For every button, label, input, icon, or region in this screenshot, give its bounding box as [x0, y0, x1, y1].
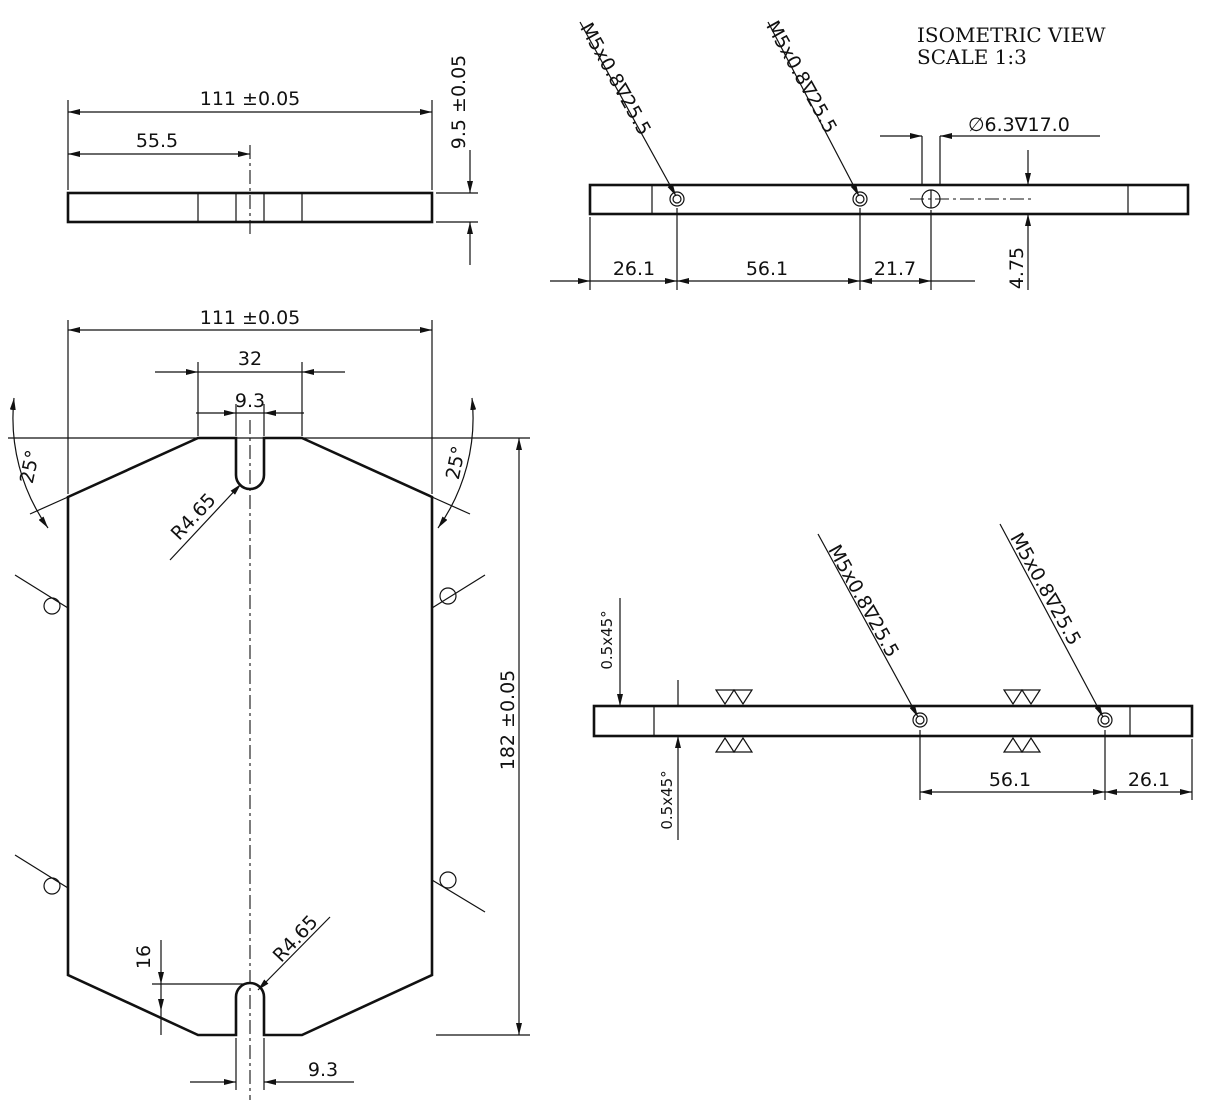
side-bottom-outline	[592, 704, 1194, 738]
side-top-thread-1: M5x0.8∇25.5	[575, 19, 655, 139]
side-view-top: M5x0.8∇25.5 M5x0.8∇25.5 ∅6.3∇17.0 26.1 5…	[550, 17, 1190, 290]
side-top-dim-1: 26.1	[613, 258, 655, 280]
slot-width-top-dim: 9.3	[235, 390, 265, 412]
side-top-thread-2: M5x0.8∇25.5	[761, 17, 841, 137]
side-bottom-chamfer-bottom: 0.5x45°	[658, 770, 676, 829]
side-top-hole-offset: 4.75	[1006, 247, 1028, 289]
top-half-width-dim: 55.5	[136, 130, 178, 152]
angle-left-dim: 25°	[16, 448, 45, 486]
side-bottom-thread-2: M5x0.8∇25.5	[1005, 529, 1085, 649]
slot-width-bottom-dim: 9.3	[308, 1059, 338, 1081]
slot-span-dim: 32	[238, 348, 262, 370]
slot-depth-dim: 16	[133, 945, 155, 969]
front-view: 111 ±0.05 32 9.3 R4.65 25° 25° 182 ±0.05	[8, 307, 530, 1100]
front-width-dim: 111 ±0.05	[200, 307, 301, 329]
iso-scale-label: SCALE 1:3	[917, 45, 1027, 69]
contact-symbols	[14, 574, 486, 913]
iso-view-label: ISOMETRIC VIEW	[917, 23, 1106, 47]
top-width-dim: 111 ±0.05	[200, 88, 301, 110]
side-bottom-thread-1: M5x0.8∇25.5	[823, 541, 903, 661]
top-view: 111 ±0.05 55.5 9.5 ±0.05	[66, 55, 478, 265]
radius-bottom-dim: R4.65	[269, 911, 323, 967]
side-top-dim-3: 21.7	[874, 258, 916, 280]
radius-top-dim: R4.65	[167, 489, 221, 545]
top-thickness-dim: 9.5 ±0.05	[448, 55, 470, 149]
side-bottom-chamfer-top: 0.5x45°	[598, 610, 616, 669]
height-dim: 182 ±0.05	[497, 670, 519, 771]
side-top-hole-callout: ∅6.3∇17.0	[968, 114, 1070, 136]
angle-right-dim: 25°	[442, 444, 471, 482]
side-view-bottom: M5x0.8∇25.5 M5x0.8∇25.5 0.5x45° 0.5x45° …	[592, 523, 1194, 840]
side-bottom-dim-2: 26.1	[1128, 769, 1170, 791]
side-top-outline	[588, 183, 1190, 216]
side-top-dim-2: 56.1	[746, 258, 788, 280]
side-bottom-dim-1: 56.1	[989, 769, 1031, 791]
chamfer-symbols	[714, 689, 1042, 753]
